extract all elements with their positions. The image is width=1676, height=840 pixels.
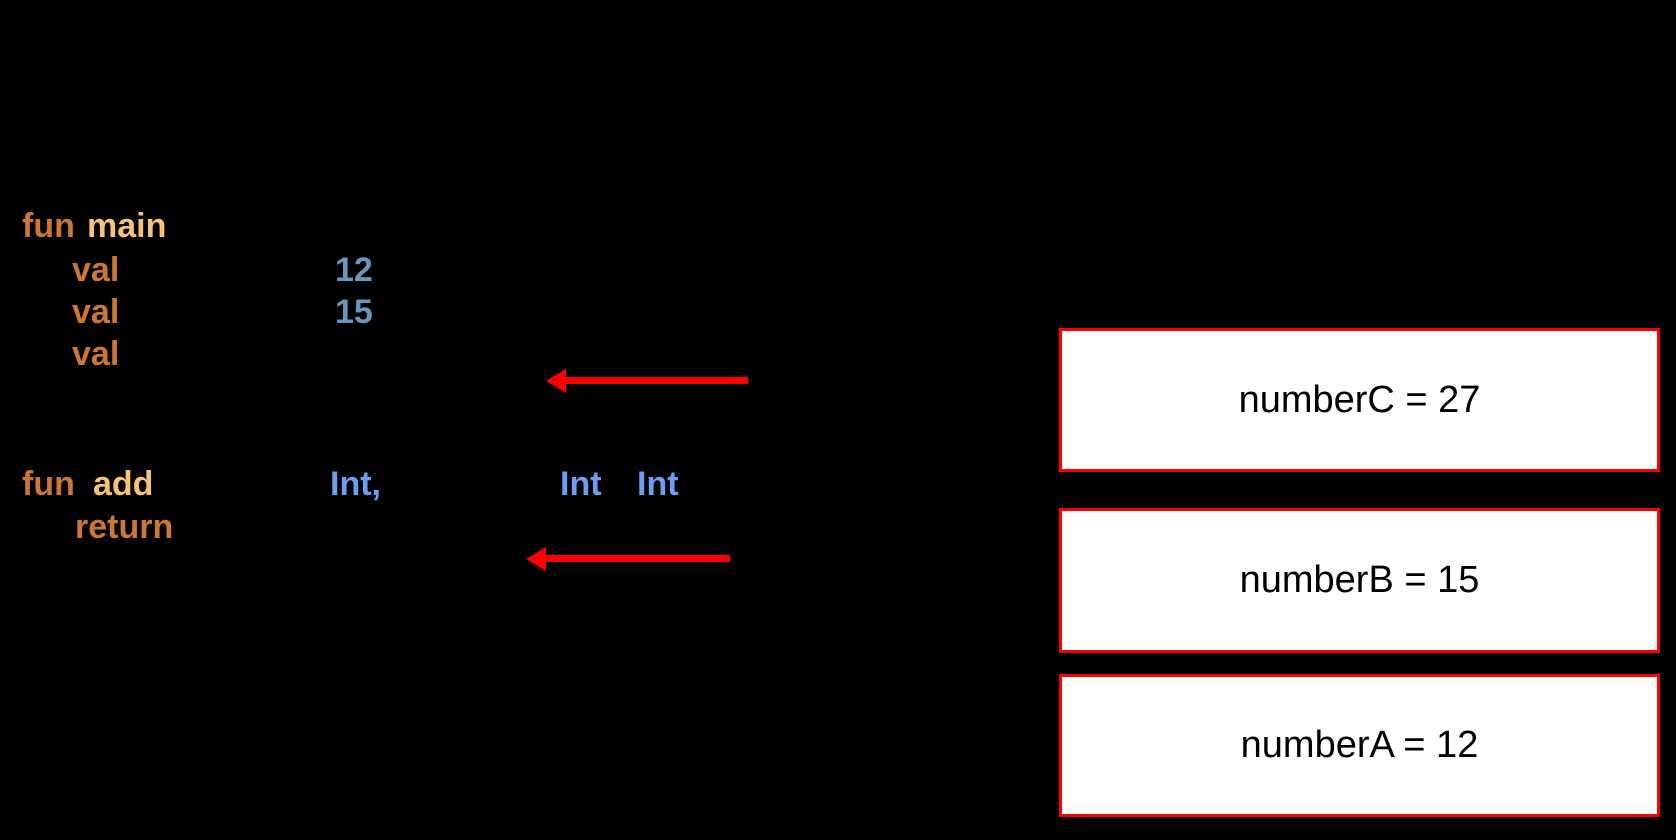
code-token-function-main: main xyxy=(87,207,167,245)
code-token-number-12: 12 xyxy=(335,251,373,289)
stack-frame-label: numberA = 12 xyxy=(1240,724,1479,766)
arrow-shaft xyxy=(544,555,730,562)
code-token-keyword-val-3: val xyxy=(72,335,120,373)
arrow-head-icon xyxy=(546,369,566,393)
arrow-shaft xyxy=(564,377,748,384)
code-token-keyword-return: return xyxy=(75,508,174,546)
code-token-type-int-3: Int xyxy=(637,465,679,503)
code-token-type-int-2: Int xyxy=(560,465,602,503)
stack-frame-label: numberB = 15 xyxy=(1239,559,1480,601)
code-token-keyword-fun-main: fun xyxy=(22,207,75,245)
stack-frame-label: numberC = 27 xyxy=(1238,378,1481,421)
stack-frame-numberC: numberC = 27 xyxy=(1059,328,1660,472)
code-token-keyword-fun-add: fun xyxy=(22,465,75,503)
code-token-function-add: add xyxy=(93,465,154,503)
code-token-number-15: 15 xyxy=(335,293,373,331)
arrow-head-icon xyxy=(526,547,546,571)
code-token-type-int-1: Int, xyxy=(330,465,381,503)
stack-frame-numberA: numberA = 12 xyxy=(1059,674,1660,817)
code-token-keyword-val-1: val xyxy=(72,251,120,289)
stack-frame-numberB: numberB = 15 xyxy=(1059,508,1660,653)
code-token-keyword-val-2: val xyxy=(72,293,120,331)
